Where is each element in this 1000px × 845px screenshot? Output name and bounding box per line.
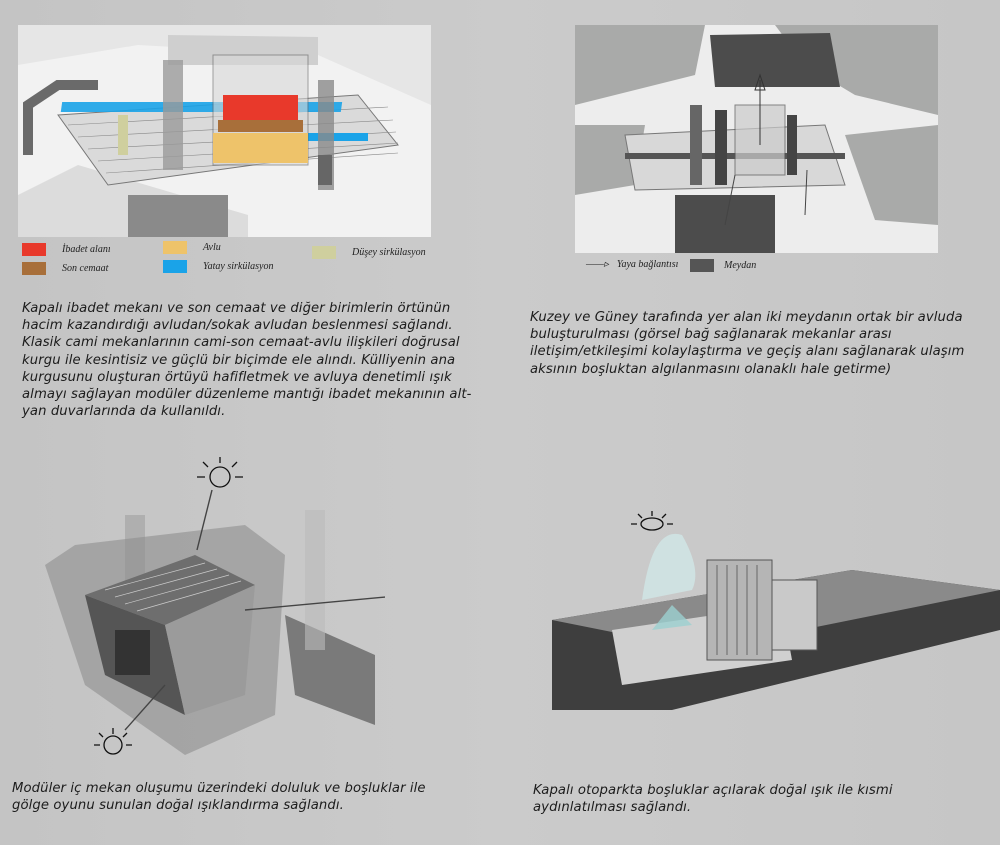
panel1-description: Kapalı ibadet mekanı ve son cemaat ve di…	[22, 301, 472, 420]
panel4-description: Kapalı otoparkta boşluklar açılarak doğa…	[533, 783, 893, 816]
legend-swatch-beige	[312, 246, 336, 259]
panel2-description: Kuzey ve Güney tarafında yer alan iki me…	[530, 310, 965, 377]
panel3-description: Modüler iç mekan oluşumu üzerindeki dolu…	[12, 781, 426, 814]
legend-item-dusey: Düşey sirkülasyon	[312, 246, 426, 259]
legend-item-yatay: Yatay sirkülasyon	[163, 260, 273, 273]
legend-swatch-blue	[163, 260, 187, 273]
legend-swatch-red	[22, 243, 46, 256]
site-plan-render-colored	[18, 25, 431, 237]
legend-label: Avlu	[203, 242, 221, 253]
legend-swatch-yellow	[163, 241, 187, 254]
site-plan-render-grey	[575, 25, 938, 253]
legend-swatch-darkgrey	[690, 259, 714, 272]
legend-item-avlu: Avlu	[163, 241, 221, 254]
legend-label: Son cemaat	[62, 263, 109, 274]
legend-item-son-cemaat: Son cemaat	[22, 262, 108, 275]
legend-item-meydan: Meydan	[690, 259, 756, 272]
legend-label: Yaya bağlantısı	[616, 259, 679, 270]
interior-lighting-render	[45, 457, 385, 755]
legend-swatch-brown	[22, 262, 46, 275]
legend-item-yaya: ——▹ Yaya bağlantısı	[586, 259, 678, 270]
legend-item-ibadet: İbadet alanı	[22, 243, 111, 256]
parking-lighting-render	[552, 511, 1000, 710]
legend-label: Düşey sirkülasyon	[352, 247, 426, 258]
legend-label: Yatay sirkülasyon	[203, 261, 274, 272]
legend-label: Meydan	[724, 260, 757, 271]
legend-label: İbadet alanı	[62, 244, 111, 255]
arrow-icon: ——▹	[586, 259, 609, 270]
